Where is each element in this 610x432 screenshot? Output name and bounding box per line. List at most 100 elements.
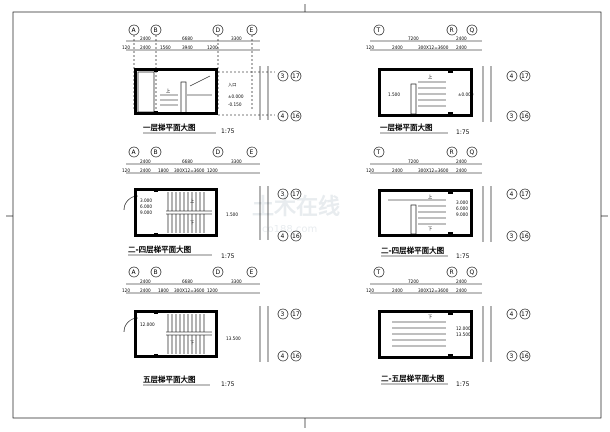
dim-detail: 120 (122, 45, 130, 50)
dim-overall: 7200 (408, 159, 419, 164)
axis-label: 4 (510, 191, 514, 198)
plan-notes: ±0.000 -0.150 上 入口 (166, 82, 244, 107)
axis-label: 16 (521, 233, 529, 240)
right-axis: 3 17 4 16 (218, 66, 302, 122)
dimension-lines: 7200 2400 120 2400 300X12=3600 2400 (366, 279, 482, 294)
dim-overall: 2400 (140, 36, 151, 41)
dim-overall: 6680 (182, 159, 193, 164)
right-axis: 4 17 3 16 (482, 66, 531, 122)
axis-label: 3 (281, 73, 285, 80)
plan-title: 二-四层梯平面大图 (128, 244, 192, 254)
stair-direction: 上 (166, 87, 170, 93)
stair-direction: 上 (428, 193, 432, 199)
elevation-note: 3.000 (140, 198, 152, 203)
right-axis: 4 17 3 16 (482, 186, 531, 242)
stair-walls (378, 68, 473, 117)
plan-title: 一层梯平面大图 (380, 122, 433, 132)
right-axis: 3 17 4 16 (259, 306, 302, 362)
axis-label: 3 (510, 113, 514, 120)
dim-detail: 1200 (207, 45, 218, 50)
axis-label: Q (470, 27, 475, 34)
dim-detail: 2400 (392, 168, 403, 173)
axis-label: 16 (292, 353, 300, 360)
axis-label: A (132, 27, 137, 34)
elevation-note: ±0.000 (458, 92, 474, 97)
elevation-note: 3.000 (456, 200, 468, 205)
elevation-note: 13.500 (226, 336, 241, 341)
plan-notes: 12.000 13.500 下 (140, 322, 241, 346)
axis-bubbles-top: A B D E (128, 24, 258, 110)
axis-label: 17 (521, 191, 529, 198)
watermark-brand: 土木在线 (252, 194, 340, 220)
plan-left-3: A B D E 2400 6680 3300 120 2400 1800 300… (122, 266, 302, 388)
axis-label: 3 (510, 353, 514, 360)
axis-label: 17 (521, 311, 529, 318)
dim-detail: 120 (122, 288, 130, 293)
plan-left-1: A B D E 2400 6680 3300 120 2400 1560 394… (122, 24, 302, 135)
dim-overall: 2400 (456, 159, 467, 164)
dim-detail: 120 (366, 45, 374, 50)
dim-overall: 2400 (456, 36, 467, 41)
axis-bubbles-top: T R Q (373, 24, 478, 36)
sheet-border (6, 4, 608, 428)
elevation-note: 1.500 (226, 212, 238, 217)
plan-title: 二-四层梯平面大图 (381, 245, 445, 255)
axis-bubbles-top: A B D E (128, 146, 258, 158)
axis-label: Q (470, 149, 475, 156)
axis-label: 17 (521, 73, 529, 80)
dim-detail: 3940 (182, 45, 193, 50)
plan-notes: 12.000 13.500 下 (428, 314, 471, 337)
axis-label: D (216, 27, 221, 34)
right-axis: 3 17 4 16 (259, 186, 302, 242)
dim-detail: 120 (122, 168, 130, 173)
axis-label: R (450, 27, 454, 34)
dim-overall: 3300 (231, 36, 242, 41)
axis-bubbles-top: T R Q (373, 266, 478, 278)
stair-walls (134, 68, 218, 115)
axis-label: 4 (281, 113, 285, 120)
dim-detail: 300X12=3600 (174, 288, 205, 293)
dim-detail: 300X12=3600 (418, 168, 449, 173)
plan-scale: 1:75 (221, 381, 235, 388)
dim-detail: 2400 (456, 45, 467, 50)
plan-notes: 3.000 6.000 9.000 上 下 (428, 193, 468, 232)
dim-overall: 7200 (408, 279, 419, 284)
dim-overall: 6680 (182, 279, 193, 284)
axis-label: A (132, 149, 137, 156)
dim-detail: 1800 (158, 168, 169, 173)
plan-right-3: T R Q 7200 2400 120 2400 300X12=3600 240… (366, 266, 531, 388)
right-axis: 4 17 3 16 (482, 306, 531, 362)
axis-label: 3 (281, 311, 285, 318)
axis-label: B (154, 149, 158, 156)
stair-walls (378, 310, 473, 359)
dim-detail: 1800 (158, 288, 169, 293)
dim-detail: 2400 (140, 45, 151, 50)
elevation-note: 13.500 (456, 332, 471, 337)
axis-bubbles-top: T R Q (373, 146, 478, 158)
dim-detail: 1200 (207, 168, 218, 173)
dimension-lines: 2400 6680 3300 120 2400 1560 3940 1200 (122, 36, 260, 51)
dim-detail: 120 (366, 168, 374, 173)
plan-title: 五层梯平面大图 (143, 374, 196, 384)
axis-label: B (154, 27, 158, 34)
dim-overall: 6680 (182, 36, 193, 41)
axis-label: 17 (292, 73, 300, 80)
dim-overall: 3300 (231, 279, 242, 284)
axis-label: 4 (281, 233, 285, 240)
plan-right-1: T R Q 7200 2400 120 2400 300X12=3600 240… (366, 24, 531, 136)
axis-label: D (216, 269, 221, 276)
axis-label: 17 (292, 311, 300, 318)
dimension-lines: 2400 6680 3300 120 2400 1800 300X12=3600… (122, 159, 260, 174)
elevation-note: -0.150 (228, 102, 242, 107)
axis-label: T (376, 149, 381, 156)
axis-label: 3 (281, 191, 285, 198)
dim-detail: 300X12=3600 (418, 288, 449, 293)
plan-notes: ±0.000 上 1.500 (388, 73, 474, 97)
elevation-note: 9.000 (140, 210, 152, 215)
axis-label: 4 (281, 353, 285, 360)
axis-label: T (376, 269, 381, 276)
axis-label: 16 (521, 113, 529, 120)
axis-label: A (132, 269, 137, 276)
axis-label: Q (470, 269, 475, 276)
